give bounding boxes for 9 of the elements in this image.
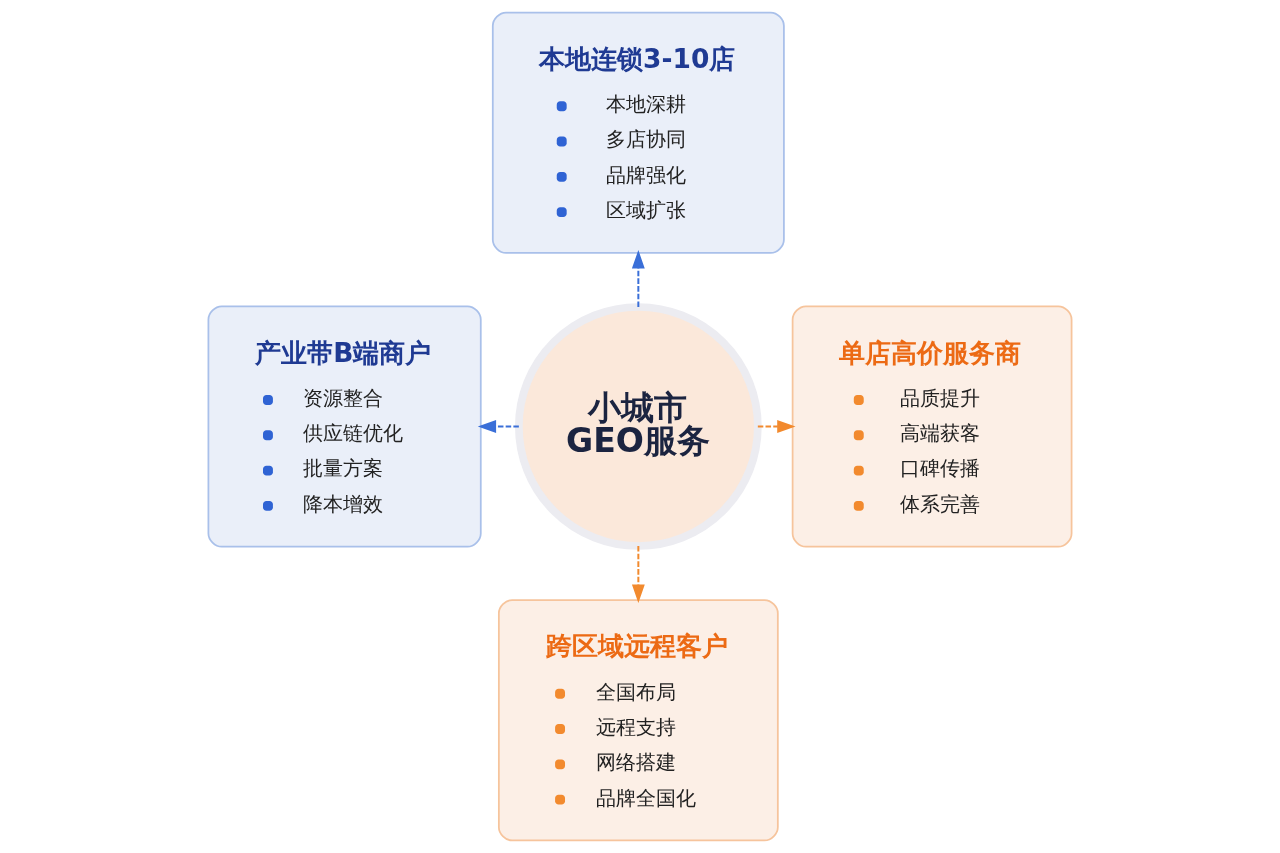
node-box: 本地连锁3-10店 本地深耕 多店协同 品牌强化 区域扩张: [491, 11, 785, 254]
arrow: [477, 420, 520, 433]
arrow: [631, 250, 645, 308]
arrow: [756, 420, 796, 433]
node-box: 单店高价服务商 品质提升 高端获客 口碑传播 体系完善: [791, 305, 1073, 548]
arrow: [631, 545, 645, 603]
node-box: 产业带B端商户 资源整合 供应链优化 批量方案 降本增效: [207, 305, 482, 548]
node-box: 跨区域远程客户 全国布局 远程支持 网络搭建 品牌全国化: [498, 599, 779, 842]
node-circle: 小城市 GEO服务: [515, 303, 762, 550]
